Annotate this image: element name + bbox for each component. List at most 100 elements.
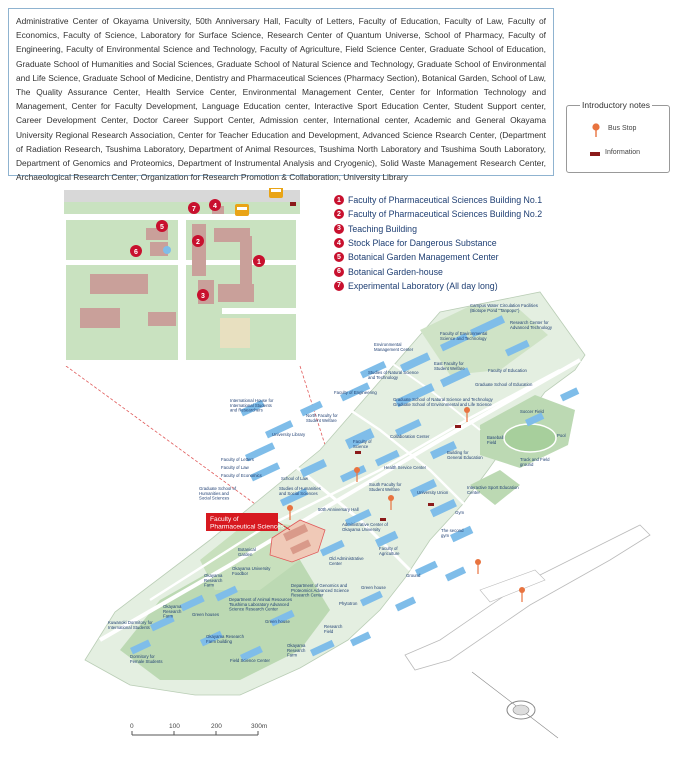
legend-bus-stop-label: Bus Stop — [608, 125, 637, 132]
information-icon — [355, 451, 361, 454]
road — [229, 418, 412, 572]
scale-tick-label: 100 — [169, 723, 180, 730]
building-label: Faculty of Pharmaceutical Sciences Build… — [348, 195, 543, 206]
bus-stop-icon — [464, 407, 470, 422]
inset-building — [240, 236, 252, 288]
svg-text:5: 5 — [160, 224, 164, 231]
list-item: 6 Botanical Garden-house — [334, 264, 542, 278]
bus-stop-icon — [354, 467, 360, 482]
svg-text:6: 6 — [134, 249, 138, 256]
road — [319, 388, 471, 511]
main-road — [99, 358, 581, 642]
scale-tick-label: 200 — [211, 723, 222, 730]
number-badge: 5 — [156, 220, 168, 232]
inset-building — [218, 284, 254, 302]
building-label: Stock Place for Dangerous Substance — [348, 238, 497, 249]
campus-buildings — [129, 315, 580, 662]
inset-building — [80, 308, 120, 328]
map-label: Health Service Center — [384, 465, 427, 470]
highlight-label-pointer — [277, 521, 291, 531]
bus-stop-icon — [592, 123, 600, 137]
bus-icon — [235, 204, 249, 216]
map-label: School of Law — [281, 476, 309, 481]
bus-stop-markers — [287, 407, 525, 602]
inset-map[interactable]: 1 2 3 4 5 6 7 — [64, 188, 300, 366]
pharmaceutical-sciences-area[interactable] — [269, 519, 326, 563]
information-icon — [290, 202, 296, 206]
map-label: Green house — [361, 585, 386, 590]
number-badge: 7 — [334, 280, 344, 291]
number-badge: 2 — [192, 235, 204, 247]
inset-building — [150, 242, 168, 256]
inset-number-badges: 1 2 3 4 5 6 7 — [130, 199, 265, 301]
number-badge: 3 — [197, 289, 209, 301]
bus-stop-icon — [475, 559, 481, 574]
building-label: Experimental Laboratory (All day long) — [348, 280, 498, 291]
building-label: Botanical Garden Management Center — [348, 252, 499, 263]
inset-sports-court — [220, 318, 250, 348]
map-label: Collaboration Center — [390, 434, 430, 439]
bus-stop-icon — [519, 587, 525, 602]
map-label: Faculty of Economics — [221, 473, 262, 478]
inset-building — [148, 312, 176, 326]
map-label: Campus Water Circulation Facilities(Biot… — [470, 303, 538, 313]
information-markers — [355, 425, 461, 521]
track-oval — [503, 423, 557, 453]
number-badge: 3 — [334, 223, 344, 234]
map-label: Faculty of Engineering — [334, 390, 377, 395]
svg-text:1: 1 — [257, 259, 261, 266]
svg-text:3: 3 — [201, 293, 205, 300]
inset-road — [64, 190, 300, 202]
legend-information-label: Information — [605, 149, 641, 156]
map-label: Field Science Center — [230, 658, 270, 663]
highlight-label-box — [206, 513, 278, 531]
svg-text:4: 4 — [213, 203, 217, 210]
number-badge: 6 — [334, 266, 344, 277]
map-label: Ground — [406, 573, 421, 578]
facilities-list: Administrative Center of Okayama Univers… — [8, 8, 554, 182]
road-junction — [479, 569, 546, 603]
inset-leader-line — [65, 365, 289, 529]
map-label: Pool — [557, 433, 566, 438]
number-badge: 2 — [334, 209, 344, 220]
number-badge: 1 — [253, 255, 265, 267]
map-label: Gym — [455, 510, 464, 515]
inset-green-strip — [64, 202, 300, 214]
map-label: University Library — [272, 432, 306, 437]
bus-stop-icon — [388, 495, 394, 510]
number-badge: 4 — [334, 238, 344, 249]
bus-icon — [269, 188, 283, 198]
scale-tick-label: 300m — [251, 723, 267, 730]
map-label: Faculty of Education — [488, 368, 528, 373]
svg-text:7: 7 — [192, 206, 196, 213]
map-label: 50th Anniversary Hall — [318, 507, 359, 512]
number-badge: 6 — [130, 245, 142, 257]
building-label: Botanical Garden-house — [348, 266, 443, 277]
list-item: 4 Stock Place for Dangerous Substance — [334, 236, 542, 250]
